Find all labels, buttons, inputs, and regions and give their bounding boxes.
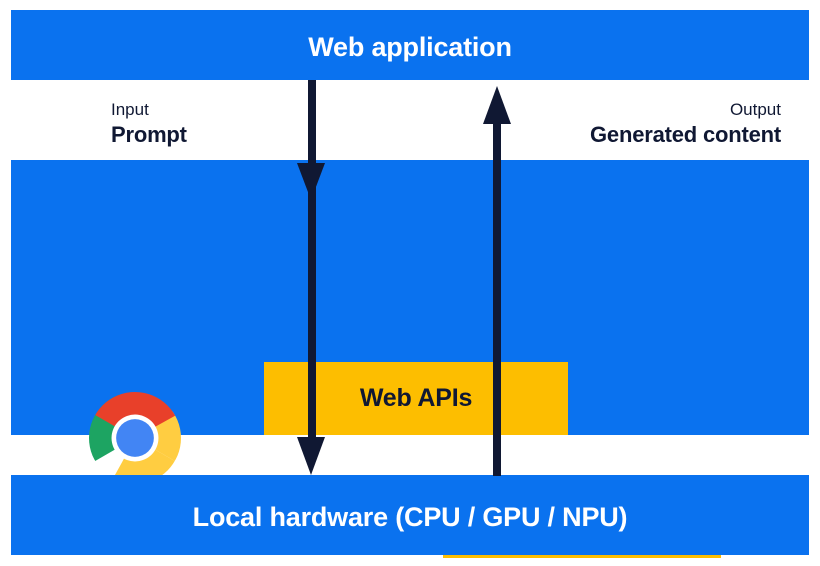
- input-kicker: Input: [111, 100, 149, 119]
- browser-band: Browser Web APIs Built-in models and run…: [11, 160, 809, 558]
- output-label: Generated content: [590, 122, 781, 148]
- input-label: Prompt: [111, 122, 187, 148]
- output-kicker: Output: [729, 100, 781, 119]
- up-arrow-output: [483, 86, 511, 476]
- web-application-label: Web application: [308, 32, 512, 62]
- input-caption: Input Prompt: [111, 100, 187, 148]
- chrome-logo-icon: [89, 392, 181, 484]
- web-application-band: Web application: [11, 10, 809, 80]
- web-apis-label: Web APIs: [359, 384, 473, 413]
- local-hardware-band: Local hardware (CPU / GPU / NPU): [11, 475, 809, 555]
- down-arrow-input: [297, 80, 325, 475]
- local-hardware-label: Local hardware (CPU / GPU / NPU): [192, 502, 628, 532]
- output-caption: Output Generated content: [590, 100, 781, 148]
